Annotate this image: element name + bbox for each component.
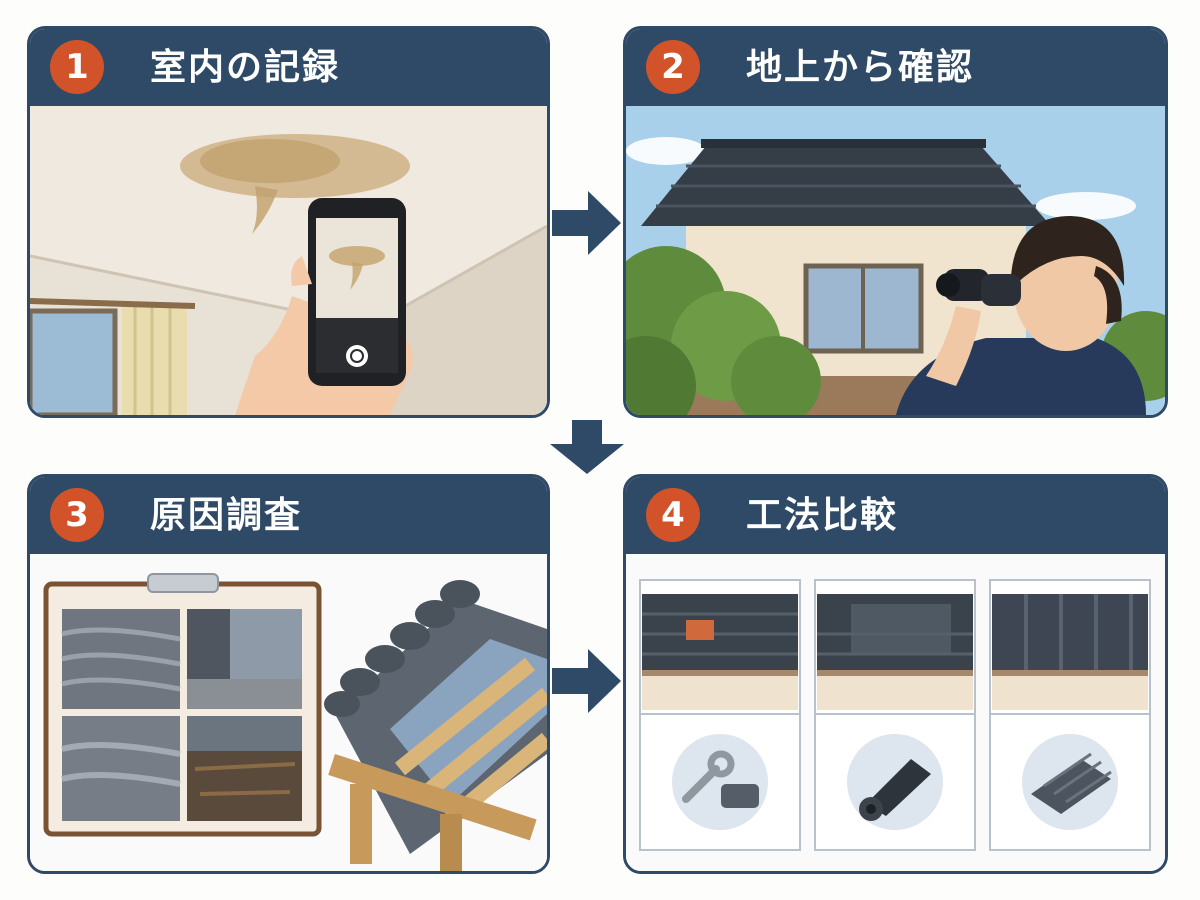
method-option-reroof xyxy=(989,579,1151,851)
ceiling-water-stain-illustration xyxy=(30,106,547,415)
method-option-cover xyxy=(814,579,976,851)
step-1-panel: 1 室内の記録 xyxy=(27,26,550,418)
step-1-header: 1 室内の記録 xyxy=(30,29,547,106)
water-stain xyxy=(180,134,410,234)
step-2-badge: 2 xyxy=(646,40,700,94)
step-4-panel: 4 工法比較 xyxy=(623,474,1168,874)
house-roof-check-illustration xyxy=(626,106,1165,415)
roof-cross-section xyxy=(324,580,547,871)
step-4-header: 4 工法比較 xyxy=(626,477,1165,554)
step-3-panel: 3 原因調査 xyxy=(27,474,550,874)
inspection-clipboard-icon xyxy=(43,573,322,837)
step-3-header: 3 原因調査 xyxy=(30,477,547,554)
step-1-title: 室内の記録 xyxy=(150,47,341,88)
arrow-right-1-to-2 xyxy=(552,191,621,255)
step-2-panel: 2 地上から確認 xyxy=(623,26,1168,418)
step-4-badge: 4 xyxy=(646,488,700,542)
method-comparison-illustration xyxy=(626,554,1165,871)
arrow-down-2-to-3 xyxy=(550,420,624,474)
tree-left xyxy=(626,246,821,415)
wrench-tile-repair-icon xyxy=(682,750,759,808)
step-3-badge: 3 xyxy=(50,488,104,542)
metal-roof-panel-icon xyxy=(1031,752,1112,814)
cause-investigation-illustration xyxy=(30,554,547,871)
person-with-binoculars xyxy=(896,216,1146,415)
step-4-title: 工法比較 xyxy=(746,495,899,536)
step-2-header: 2 地上から確認 xyxy=(626,29,1165,106)
phone-camera-icon xyxy=(235,198,413,415)
step-1-badge: 1 xyxy=(50,40,104,94)
window-with-curtain xyxy=(30,298,196,415)
method-option-partial-repair xyxy=(639,579,801,851)
roofing-membrane-roll-icon xyxy=(859,759,931,821)
step-3-title: 原因調査 xyxy=(150,495,303,536)
arrow-right-3-to-4 xyxy=(552,649,621,713)
step-2-title: 地上から確認 xyxy=(746,47,975,88)
binoculars-icon xyxy=(936,269,1021,306)
house-roof xyxy=(641,139,1051,226)
